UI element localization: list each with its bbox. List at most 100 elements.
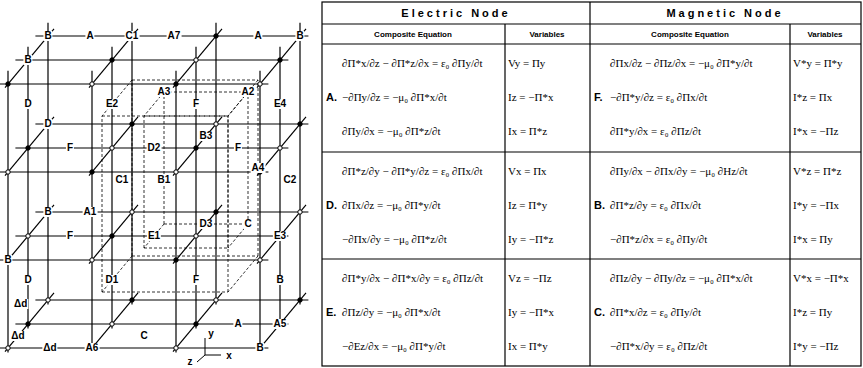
- node-dot: [298, 210, 302, 214]
- node-label: B: [43, 31, 52, 41]
- node-dot: [194, 322, 198, 326]
- column-heading: Composite Equation: [374, 30, 452, 39]
- node-label: B: [295, 31, 304, 41]
- lattice-line: [15, 323, 288, 324]
- node-dot: [6, 170, 10, 174]
- table-rule: [322, 151, 861, 152]
- dashed-cell-edge: [164, 92, 165, 224]
- node-type-label: E.: [326, 306, 336, 318]
- variable-cell: Iy = −Π*z: [508, 233, 553, 245]
- node-dot: [26, 322, 30, 326]
- node-dot: [130, 298, 134, 302]
- node-label: A3: [157, 87, 172, 97]
- dashed-cell-edge: [248, 92, 249, 224]
- node-type-label: F.: [594, 91, 603, 103]
- node-dot: [214, 34, 218, 38]
- node-dot: [298, 122, 302, 126]
- table-heading: Magnetic Node: [666, 7, 783, 19]
- lattice-line: [47, 23, 48, 305]
- node-label: B3: [199, 131, 214, 141]
- node-label: E2: [105, 99, 119, 109]
- variable-cell: Ix = Π*y: [508, 340, 548, 352]
- node-label: D1: [105, 275, 120, 285]
- node-dot: [110, 322, 114, 326]
- variable-cell: V*z = Π*z: [793, 165, 841, 177]
- node-dot: [90, 170, 94, 174]
- node-label: F: [66, 231, 74, 241]
- node-dot: [194, 146, 198, 150]
- node-label: F: [192, 275, 200, 285]
- composite-equation: ∂Π*z/∂y = ε₀ ∂Πx/∂t: [610, 199, 701, 211]
- variable-cell: Ix = Π*z: [508, 125, 547, 137]
- node-type-label: C.: [594, 306, 605, 318]
- dashed-cell-edge: [144, 116, 228, 117]
- node-label: D3: [199, 219, 214, 229]
- dashed-cell-edge: [102, 116, 103, 292]
- lattice-line: [89, 117, 138, 176]
- node-dot: [46, 298, 50, 302]
- column-heading: Composite Equation: [651, 30, 729, 39]
- table-heading: Electric Node: [401, 7, 510, 19]
- table-rule: [789, 24, 790, 366]
- lattice-drawing: [0, 23, 308, 353]
- lattice-line: [0, 83, 268, 84]
- lattice-line: [173, 205, 222, 264]
- node-dot: [258, 82, 262, 86]
- composite-equation: −∂Π*x/∂y = ε₀ ∂Πz/∂t: [610, 340, 707, 352]
- lattice-line: [173, 293, 222, 352]
- dashed-cell-edge: [228, 256, 258, 292]
- node-dot: [90, 258, 94, 262]
- node-label: A: [233, 319, 242, 329]
- dashed-cell-edge: [102, 80, 132, 116]
- node-label: Δd: [42, 343, 57, 353]
- node-dot: [6, 346, 10, 350]
- composite-equation: ∂Πx/∂z = −μ₀ ∂Π*y/∂t: [342, 199, 441, 211]
- table-rule: [504, 24, 505, 366]
- lattice-line: [5, 117, 54, 176]
- node-dot: [258, 258, 262, 262]
- variable-cell: I*y = −Πx: [793, 199, 839, 211]
- table-rule: [589, 2, 590, 366]
- composite-equation: ∂Πz/∂y − ∂Πy/∂z = −μ₀ ∂Π*x/∂t: [610, 272, 753, 284]
- variable-cell: Iz = −Π*x: [508, 91, 553, 103]
- dashed-cell-edge: [228, 116, 229, 292]
- node-label: E4: [273, 99, 287, 109]
- lattice-line: [35, 123, 308, 124]
- node-type-label: D.: [326, 199, 337, 211]
- node-label: B: [275, 275, 284, 285]
- axis-label: y: [207, 329, 215, 339]
- node-label: F: [234, 143, 242, 153]
- variable-cell: I*z = Πy: [793, 306, 832, 318]
- variable-cell: I*z = Πx: [793, 91, 832, 103]
- node-dot: [26, 234, 30, 238]
- node-label: A2: [241, 87, 256, 97]
- node-label: Δd: [13, 299, 28, 309]
- composite-equation: ∂Πy/∂x − ∂Πx/∂y = −μ₀ ∂Hz/∂t: [610, 165, 748, 177]
- lattice-line: [35, 299, 308, 300]
- node-label: D2: [147, 143, 162, 153]
- composite-equation: ∂Π*z/∂y − ∂Π*y/∂z = ε₀ ∂Πx/∂t: [342, 165, 483, 177]
- variable-cell: Iy = −Π*x: [508, 306, 554, 318]
- node-dot: [174, 170, 178, 174]
- composite-equation: −∂Π*z/∂x = ε₀ ∂Πy/∂t: [610, 233, 707, 245]
- node-label: E1: [147, 231, 161, 241]
- node-label: A5: [273, 319, 288, 329]
- node-dot: [278, 58, 282, 62]
- lattice-line: [299, 23, 300, 305]
- table-border: [322, 2, 861, 366]
- node-label: C1: [115, 175, 130, 185]
- lattice-line: [131, 23, 132, 305]
- lattice-line: [27, 47, 28, 329]
- lattice-line: [7, 71, 8, 353]
- node-label: C: [243, 219, 252, 229]
- node-label: A7: [167, 31, 182, 41]
- node-label: C2: [283, 175, 298, 185]
- node-dot: [194, 234, 198, 238]
- composite-equation: ∂Π*x/∂z − ∂Π*z/∂x = ε₀ ∂Πy/∂t: [342, 57, 483, 69]
- node-dot: [130, 210, 134, 214]
- axis-label: z: [187, 357, 194, 367]
- lattice-line: [257, 29, 306, 88]
- composite-equation: ∂Πy/∂x = −μ₀ ∂Π*z/∂t: [342, 125, 441, 137]
- node-label: A6: [85, 343, 100, 353]
